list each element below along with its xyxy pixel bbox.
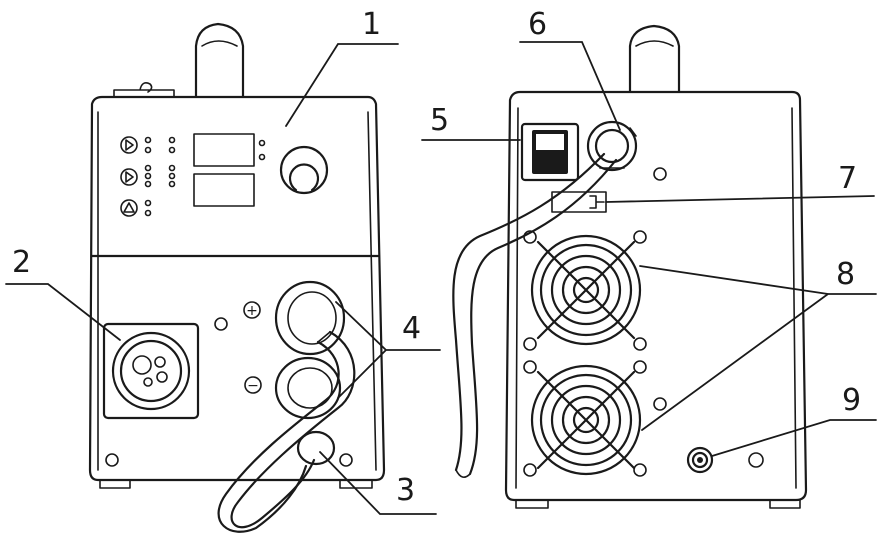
callout-6: 6: [528, 7, 547, 42]
svg-text:+: +: [246, 303, 258, 319]
rear-screw: [653, 167, 667, 181]
cable-gland: [586, 120, 638, 172]
front-body: [88, 95, 386, 482]
callout-8: 8: [836, 257, 855, 292]
cooling-fan-top: [523, 230, 647, 351]
rear-screw: [653, 397, 667, 411]
callout-1: 1: [362, 7, 381, 42]
leader-lines: [5, 41, 877, 515]
callout-7: 7: [838, 161, 857, 196]
front-screw: [105, 453, 119, 467]
control-panel: [120, 133, 329, 217]
minus-symbol: −: [244, 376, 262, 394]
terminal-plus: [274, 280, 346, 356]
callouts: 1 2 3 4 5 6 7 8 9: [12, 7, 861, 508]
indicator-leds: [144, 136, 176, 217]
gun-connector-socket: [102, 322, 200, 420]
rear-view: [452, 24, 808, 509]
front-view: + −: [88, 22, 386, 533]
plus-symbol: +: [243, 301, 261, 319]
callout-2: 2: [12, 245, 31, 280]
callout-4: 4: [402, 311, 421, 346]
front-handle: [194, 22, 245, 96]
terminal-minus: [274, 356, 342, 420]
control-knob[interactable]: [279, 145, 329, 195]
svg-text:−: −: [247, 378, 259, 394]
power-cable: [452, 152, 618, 478]
callout-3: 3: [396, 473, 415, 508]
rear-handle: [628, 24, 681, 92]
button-1-icon: [120, 136, 138, 154]
power-switch[interactable]: [520, 122, 580, 182]
display-bottom: [193, 173, 255, 207]
gas-connector: [686, 446, 764, 474]
callout-5: 5: [430, 103, 449, 138]
front-top-clip: [113, 82, 175, 97]
cooling-fan-bottom: [523, 360, 647, 477]
front-screw: [214, 317, 228, 331]
front-screw: [339, 453, 353, 467]
display-top: [193, 133, 255, 167]
button-3-icon: [120, 199, 138, 217]
callout-9: 9: [842, 383, 861, 418]
button-2-icon: [120, 168, 138, 186]
